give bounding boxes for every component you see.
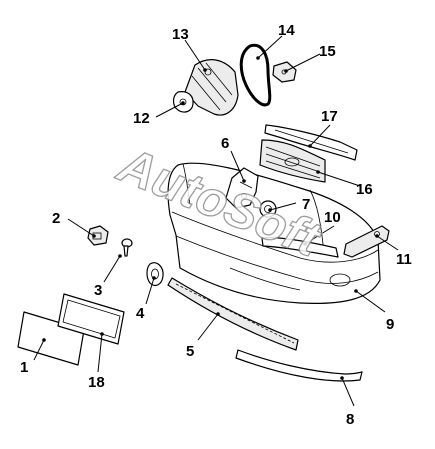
part-3-screw [121,238,133,257]
part-6-bracket [225,167,259,209]
part-13-housing [184,59,239,116]
part-5-lower-grille [167,277,299,351]
part-16-main-grille [259,139,326,183]
callout-4: 4 [136,305,145,322]
part-7-round-clip [259,200,277,218]
callout-2: 2 [52,210,60,227]
callout-6: 6 [221,135,229,152]
callout-14: 14 [278,22,295,39]
part-18-plate-holder [57,293,125,345]
callout-8: 8 [346,411,354,428]
part-17-upper-grille [264,124,358,161]
part-11-bracket [343,225,390,258]
callout-9: 9 [386,316,394,333]
callout-1: 1 [20,359,28,376]
callout-3: 3 [94,282,102,299]
part-8-lower-lip [235,349,363,382]
part-9-bumper-cover [167,162,381,304]
part-2-clip [87,225,109,246]
callout-18: 18 [88,374,105,391]
leader-lines [33,35,399,407]
callout-10: 10 [324,209,341,226]
callout-12: 12 [133,110,150,127]
callout-11: 11 [396,251,412,268]
callout-labels: 1 2 3 4 5 6 7 8 9 10 11 12 13 14 15 16 1… [20,22,412,428]
part-15-clip [272,61,297,83]
callout-17: 17 [321,108,338,125]
part-4-cover [146,262,164,286]
callout-5: 5 [186,343,194,360]
callout-13: 13 [172,26,189,43]
callout-7: 7 [302,196,310,213]
part-14-seal [239,43,272,107]
callout-16: 16 [356,181,373,198]
callout-15: 15 [319,43,336,60]
part-10-side-strip [261,237,339,258]
